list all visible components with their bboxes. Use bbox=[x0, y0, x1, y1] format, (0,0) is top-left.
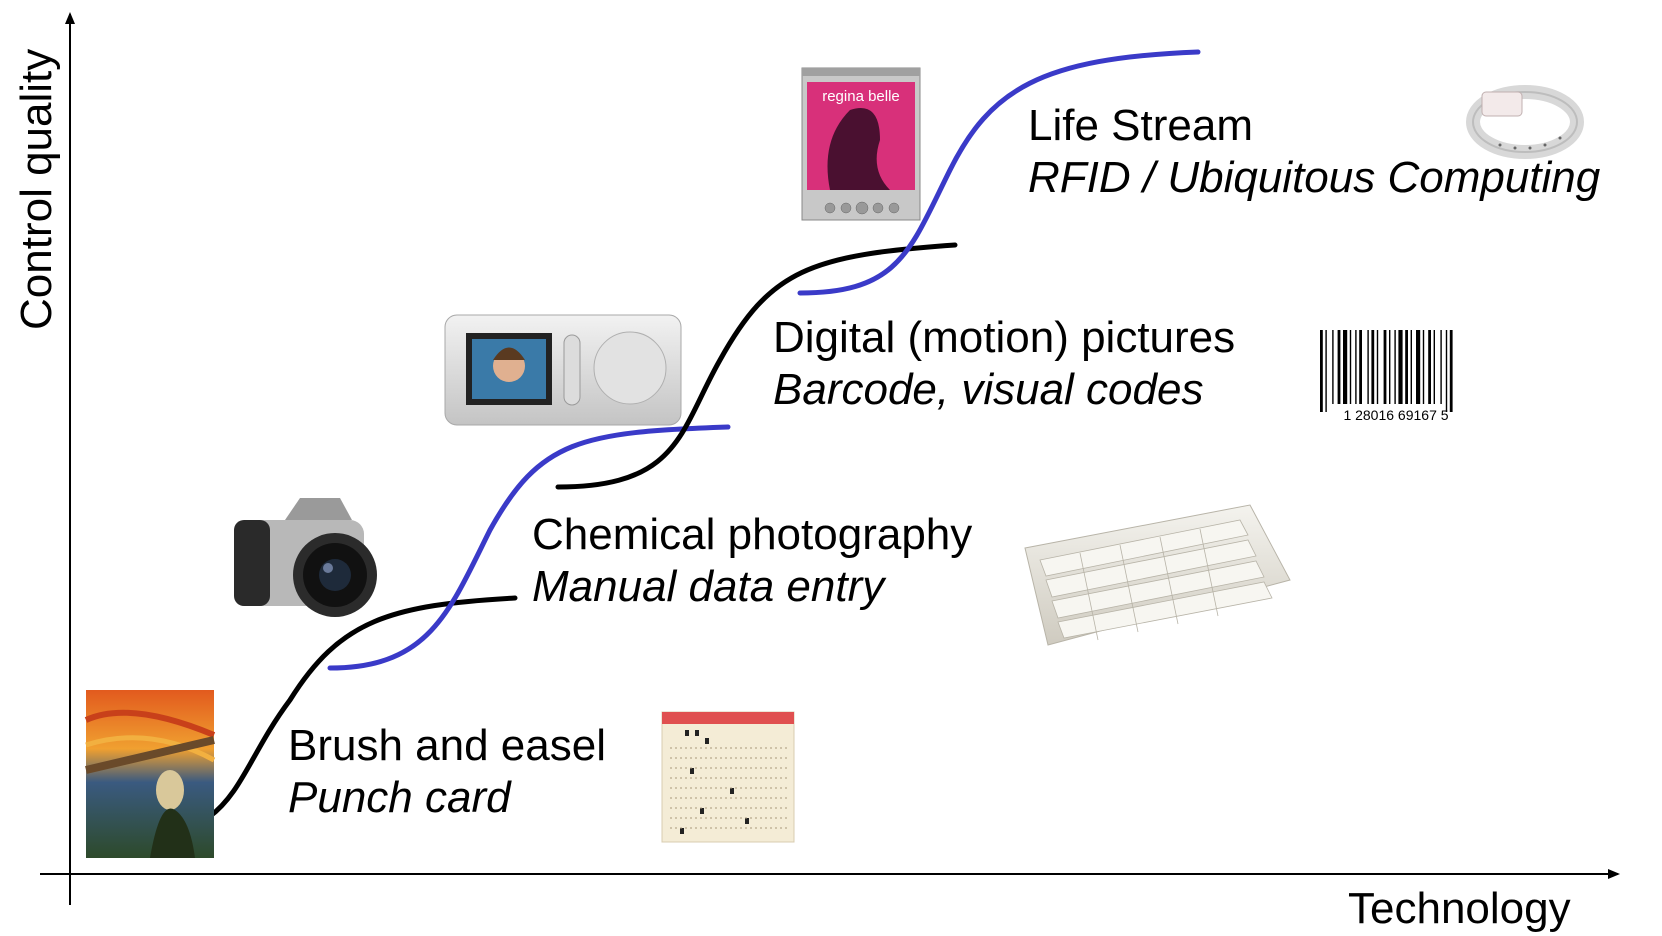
stage-label-2: Chemical photography Manual data entry bbox=[532, 509, 972, 613]
code-curve-1 bbox=[327, 424, 731, 671]
slr-camera-image bbox=[234, 498, 377, 617]
punch-card-image bbox=[661, 711, 795, 843]
media-player-title: regina belle bbox=[822, 88, 900, 105]
stage-title: Life Stream bbox=[1028, 101, 1253, 150]
stage-label-3: Digital (motion) pictures Barcode, visua… bbox=[773, 312, 1235, 416]
stage-subtitle: Manual data entry bbox=[532, 562, 885, 611]
media-player-image: regina belle bbox=[801, 67, 921, 221]
stage-subtitle: Barcode, visual codes bbox=[773, 365, 1204, 414]
visual-curve-2 bbox=[555, 242, 958, 490]
stage-title: Digital (motion) pictures bbox=[773, 313, 1236, 362]
stage-title: Chemical photography bbox=[532, 510, 973, 559]
stage-subtitle: RFID / Ubiquitous Computing bbox=[1028, 153, 1601, 202]
scream-painting-image bbox=[84, 690, 216, 858]
barcode-image: 1 28016 69167 5 bbox=[1312, 325, 1480, 423]
stage-label-4: Life Stream RFID / Ubiquitous Computing bbox=[1028, 100, 1600, 204]
barcode-number: 1 28016 69167 5 bbox=[1343, 407, 1448, 423]
digital-camera-image bbox=[444, 314, 682, 426]
stage-title: Brush and easel bbox=[288, 721, 606, 770]
stage-label-1: Brush and easel Punch card bbox=[288, 720, 606, 824]
y-axis-label: Control quality bbox=[12, 48, 61, 330]
keyboard-image bbox=[1024, 504, 1291, 646]
code-curve-2 bbox=[797, 49, 1201, 296]
x-axis-label: Technology bbox=[1348, 884, 1571, 933]
stage-subtitle: Punch card bbox=[288, 773, 511, 822]
rfid-wristband-image bbox=[1466, 85, 1584, 159]
